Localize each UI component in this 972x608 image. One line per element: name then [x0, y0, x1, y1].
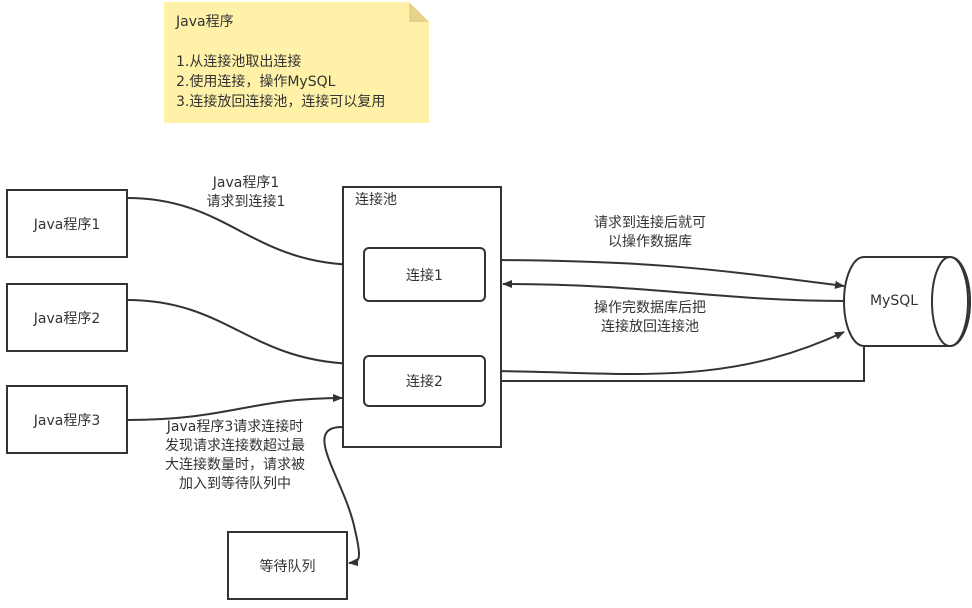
label-line: 发现请求连接数超过最 — [165, 438, 305, 454]
note-line-1: 1.从连接池取出连接 — [176, 54, 302, 70]
node-mysql-database[interactable] — [842, 255, 972, 348]
label-line: 操作完数据库后把 — [594, 300, 706, 316]
label-line: 加入到等待队列中 — [179, 476, 291, 492]
label-line: 以操作数据库 — [608, 234, 692, 250]
note-title: Java程序 — [176, 14, 234, 30]
sticky-note — [164, 2, 429, 123]
edge-label-operate-db: 请求到连接后就可 以操作数据库 — [570, 214, 730, 252]
label-line: Java程序1 — [212, 175, 280, 191]
edge-mysql-to-pool — [502, 280, 845, 302]
edge-java2-to-conn2 — [126, 299, 363, 368]
edge-java3-to-pool — [126, 394, 343, 421]
node-label: Java程序1 — [33, 216, 101, 233]
label-line: 请求到连接1 — [206, 194, 286, 210]
node-label: 连接2 — [406, 374, 443, 390]
edge-conn1-to-mysql — [484, 259, 845, 289]
node-waiting-queue[interactable]: 等待队列 — [227, 531, 348, 600]
node-label: 连接1 — [406, 267, 443, 284]
edge-label-return-connection: 操作完数据库后把 连接放回连接池 — [570, 299, 730, 337]
label-line: Java程序3请求连接时 — [166, 419, 304, 435]
node-connection-pool[interactable]: 连接池 — [342, 186, 502, 448]
edge-label-waiting-queue: Java程序3请求连接时 发现请求连接数超过最 大连接数量时，请求被 加入到等待… — [145, 418, 325, 494]
edge-pool-to-queue — [323, 426, 361, 567]
node-connection-2[interactable]: 连接2 — [363, 355, 486, 407]
label-line: 请求到连接后就可 — [594, 215, 706, 231]
note-line-2: 2.使用连接，操作MySQL — [176, 74, 336, 90]
node-java-program-1[interactable]: Java程序1 — [6, 189, 128, 258]
node-label: 等待队列 — [259, 558, 316, 575]
node-label: Java程序3 — [33, 412, 101, 429]
node-java-program-3[interactable]: Java程序3 — [6, 385, 128, 454]
node-java-program-2[interactable]: Java程序2 — [6, 283, 128, 352]
note-line-3: 3.连接放回连接池，连接可以复用 — [176, 94, 386, 110]
edge-mysql-to-conn2 — [486, 345, 865, 385]
node-label: Java程序2 — [33, 310, 101, 327]
edge-label-java1-request: Java程序1 请求到连接1 — [176, 174, 316, 212]
label-line: 连接放回连接池 — [601, 319, 699, 335]
cylinder-end — [931, 256, 969, 347]
label-line: 大连接数量时，请求被 — [165, 457, 305, 473]
edge-conn2-to-mysql — [484, 331, 845, 375]
note-content: Java程序 1.从连接池取出连接 2.使用连接，操作MySQL 3.连接放回连… — [176, 12, 385, 112]
edge-java1-to-conn1 — [126, 197, 363, 269]
pool-title: 连接池 — [355, 192, 397, 208]
note-fold-corner — [409, 2, 429, 22]
node-connection-1[interactable]: 连接1 — [363, 247, 486, 302]
mysql-label: MySQL — [869, 293, 919, 309]
